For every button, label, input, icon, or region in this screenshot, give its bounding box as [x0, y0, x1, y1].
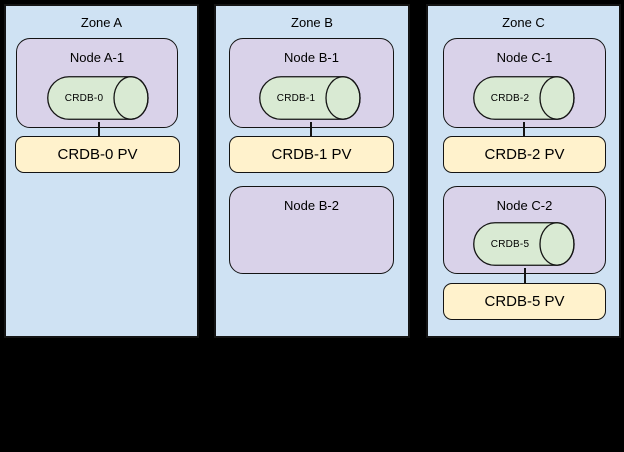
node-a1-title: Node A-1 [69, 50, 125, 65]
zone-a-title: Zone A [80, 15, 123, 30]
pod-crdb-0: CRDB-0 [47, 76, 149, 120]
pod-crdb-2-label: CRDB-2 [490, 92, 530, 104]
pod-crdb-5: CRDB-5 [473, 222, 575, 266]
node-b2: Node B-2 [229, 186, 394, 274]
zone-b-title: Zone B [291, 15, 333, 30]
pv-crdb-2: CRDB-2 PV [443, 136, 606, 173]
pod-crdb-2: CRDB-2 [473, 76, 575, 120]
connector-c1-pv [523, 122, 525, 136]
zone-c: Zone C Node C-1 CRDB-2 CRDB-2 PV Node C-… [426, 4, 621, 338]
connector-b1-pv [310, 122, 312, 136]
pv-crdb-5-label: CRDB-5 PV [484, 293, 565, 310]
database-cylinder-icon [47, 76, 149, 120]
pv-crdb-2-label: CRDB-2 PV [484, 146, 565, 163]
pod-crdb-0-label: CRDB-0 [64, 92, 104, 104]
pod-crdb-1: CRDB-1 [259, 76, 361, 120]
connector-c2-pv [524, 268, 526, 284]
zone-a: Zone A Node A-1 CRDB-0 CRDB-0 PV [4, 4, 199, 338]
pv-crdb-5: CRDB-5 PV [443, 283, 606, 320]
node-c2: Node C-2 CRDB-5 [443, 186, 606, 274]
node-c2-title: Node C-2 [496, 198, 553, 213]
connector-a1-pv [98, 122, 100, 136]
pv-crdb-0: CRDB-0 PV [15, 136, 180, 173]
node-c1-title: Node C-1 [496, 50, 553, 65]
pod-crdb-5-label: CRDB-5 [490, 238, 530, 250]
node-b1-title: Node B-1 [284, 50, 339, 65]
pv-crdb-0-label: CRDB-0 PV [57, 146, 138, 163]
database-cylinder-icon [259, 76, 361, 120]
database-cylinder-icon [473, 222, 575, 266]
node-b1: Node B-1 CRDB-1 [229, 38, 394, 128]
pod-crdb-1-label: CRDB-1 [276, 92, 316, 104]
pv-crdb-1: CRDB-1 PV [229, 136, 394, 173]
node-a1: Node A-1 CRDB-0 [16, 38, 178, 128]
zone-c-title: Zone C [502, 15, 545, 30]
node-c1: Node C-1 CRDB-2 [443, 38, 606, 128]
node-b2-title: Node B-2 [284, 198, 339, 213]
database-cylinder-icon [473, 76, 575, 120]
pv-crdb-1-label: CRDB-1 PV [271, 146, 352, 163]
zone-b: Zone B Node B-1 CRDB-1 CRDB-1 PV Node B-… [214, 4, 410, 338]
